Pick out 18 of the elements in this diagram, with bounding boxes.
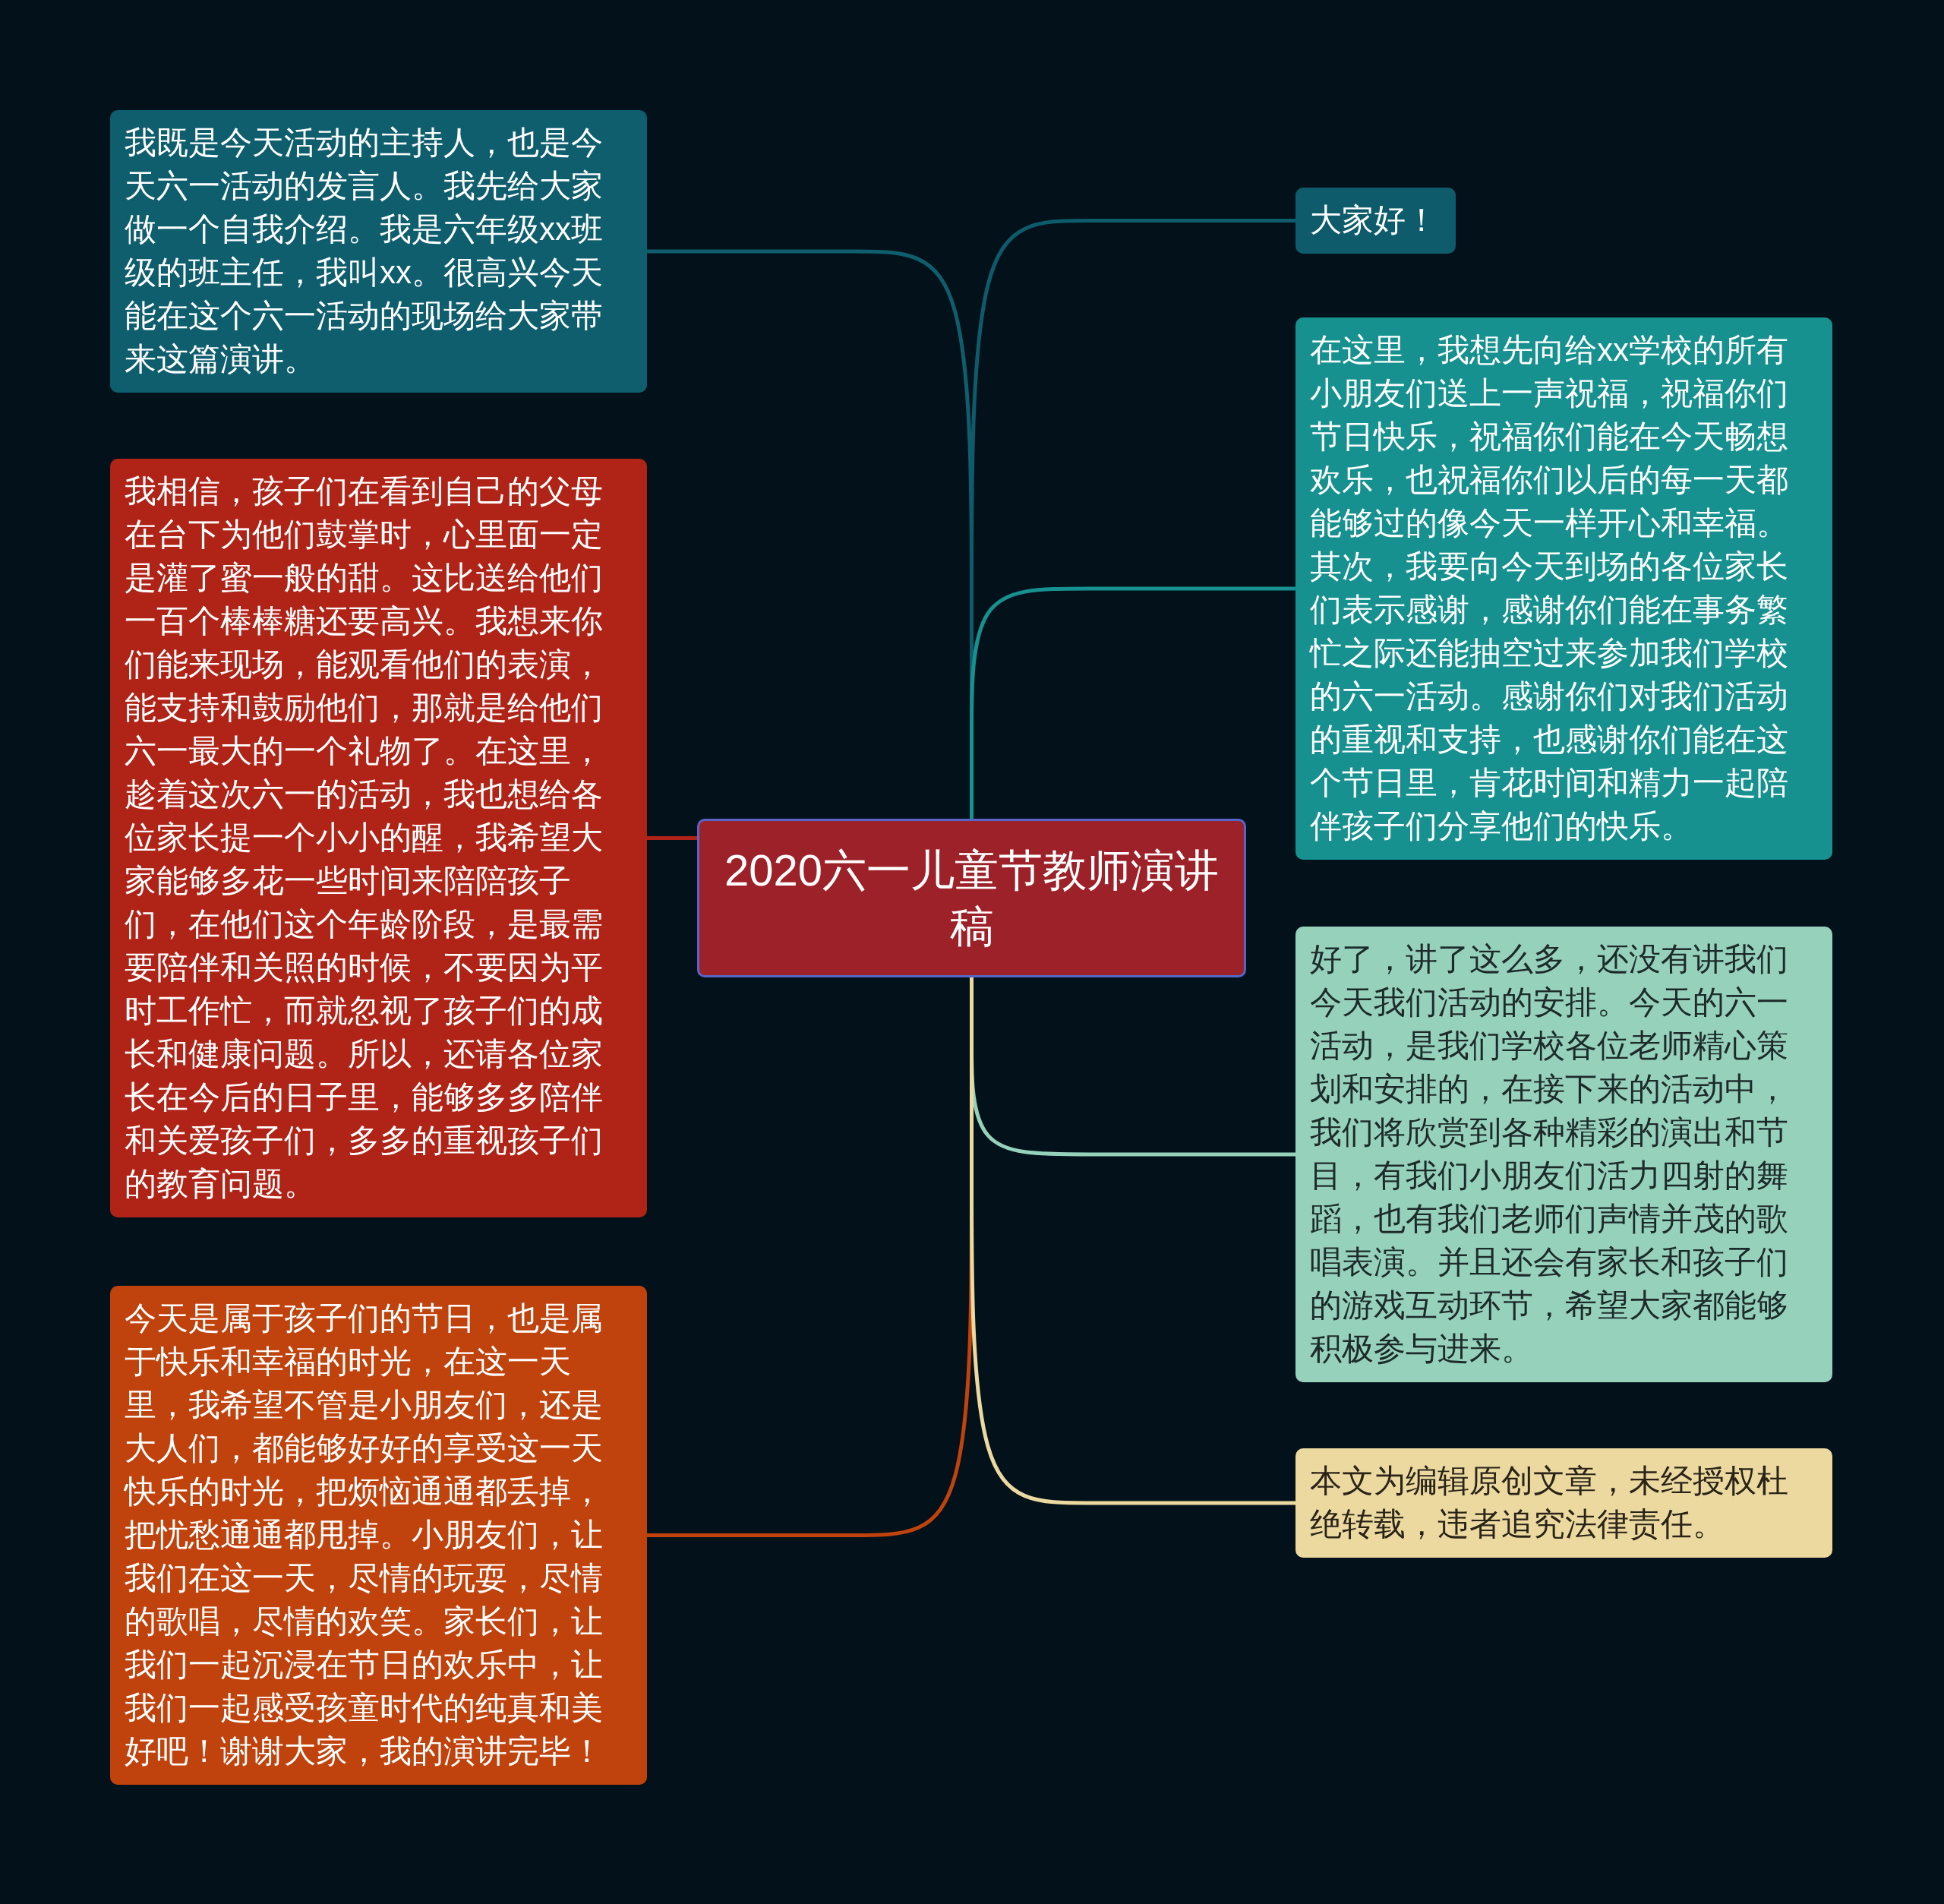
topic-title: 2020六一儿童节教师演讲稿 [724,844,1220,952]
topic-card [110,1286,647,1785]
topic-text: 在这里，我想先向给xx学校的所有小朋友们送上一声祝福，祝福你们节日快乐，祝福你们能在今天畅想欢乐，也祝福你们以后的每一天都能够过的像今天一样开心和幸福。其次，我要向今天到场的各位家长们表示感谢，感谢你们能在事务繁忙之际还能抽空过来参加我们学校的六一活动。感谢你们对我们活动的重视和支持，也感谢你们能在这个节日里，肯花时间和精力一起陪伴孩子们分享他们的快乐。 [1310,331,1789,845]
topic-text: 我相信，孩子们在看到自己的父母在台下为他们鼓掌时，心里面一定是灌了蜜一般的甜。这比送给他们一百个棒棒糖还要高兴。我想来你们能来现场，能观看他们的表演，能支持和鼓励他们，那就是给他们六一最大的一个礼物了。在这里，趁着这次六一的活动，我也想给各位家长提一个小小的醒，我希望大家能够多花一些时间来陪陪孩子们，在他们这个年龄阶段，是最需要陪伴和关照的时候，不要因为平时工作忙，而就忽视了孩子们的成长和健康问题。所以，还请各位家长在今后的日子里，能够多多陪伴和关爱孩子们，多多的重视孩子们的教育问题。 [125,472,604,1203]
topic-text: 本文为编辑原创文章，未经授权杜绝转载，违者追究法律责任。 [1310,1462,1789,1543]
connector [647,836,697,840]
topic-text: 好了，讲了这么多，还没有讲我们今天我们活动的安排。今天的六一活动，是我们学校各位老师精心策划和安排的，在接下来的活动中，我们将欣赏到各种精彩的演出和节目，有我们小朋友们活力四射的舞蹈，也有我们老师们声情并茂的歌唱表演。并且还会有家长和孩子们的游戏互动环节，希望大家都能够积极参与进来。 [1310,940,1789,1368]
topic-card [1295,188,1456,254]
topic-card [1295,1448,1832,1558]
topic-card [1295,927,1832,1382]
topic-text: 大家好！ [1310,201,1438,239]
topic-text: 今天是属于孩子们的节日，也是属于快乐和幸福的时光，在这一天里，我希望不管是小朋友们，还是大人们，都能够好好的享受这一天快乐的时光，把烦恼通通都丢掉，把忧愁通通都甩掉。小朋友们，让我们在这一天，尽情的玩耍，尽情的歌唱，尽情的欢笑。家长们，让我们一起沉浸在节日的欢乐中，让我们一起感受孩童时代的纯真和美好吧！谢谢大家，我的演讲完毕！ [125,1299,604,1770]
topic-card [1295,317,1832,860]
topic-text: 我既是今天活动的主持人，也是今天六一活动的发言人。我先给大家做一个自我介绍。我是六年级xx班级的班主任，我叫xx。很高兴今天能在这个六一活动的现场给大家带来这篇演讲。 [125,124,604,378]
topic-card [110,110,647,393]
central-topic [697,819,1246,977]
connector [970,977,1295,1505]
connector [970,586,1295,819]
